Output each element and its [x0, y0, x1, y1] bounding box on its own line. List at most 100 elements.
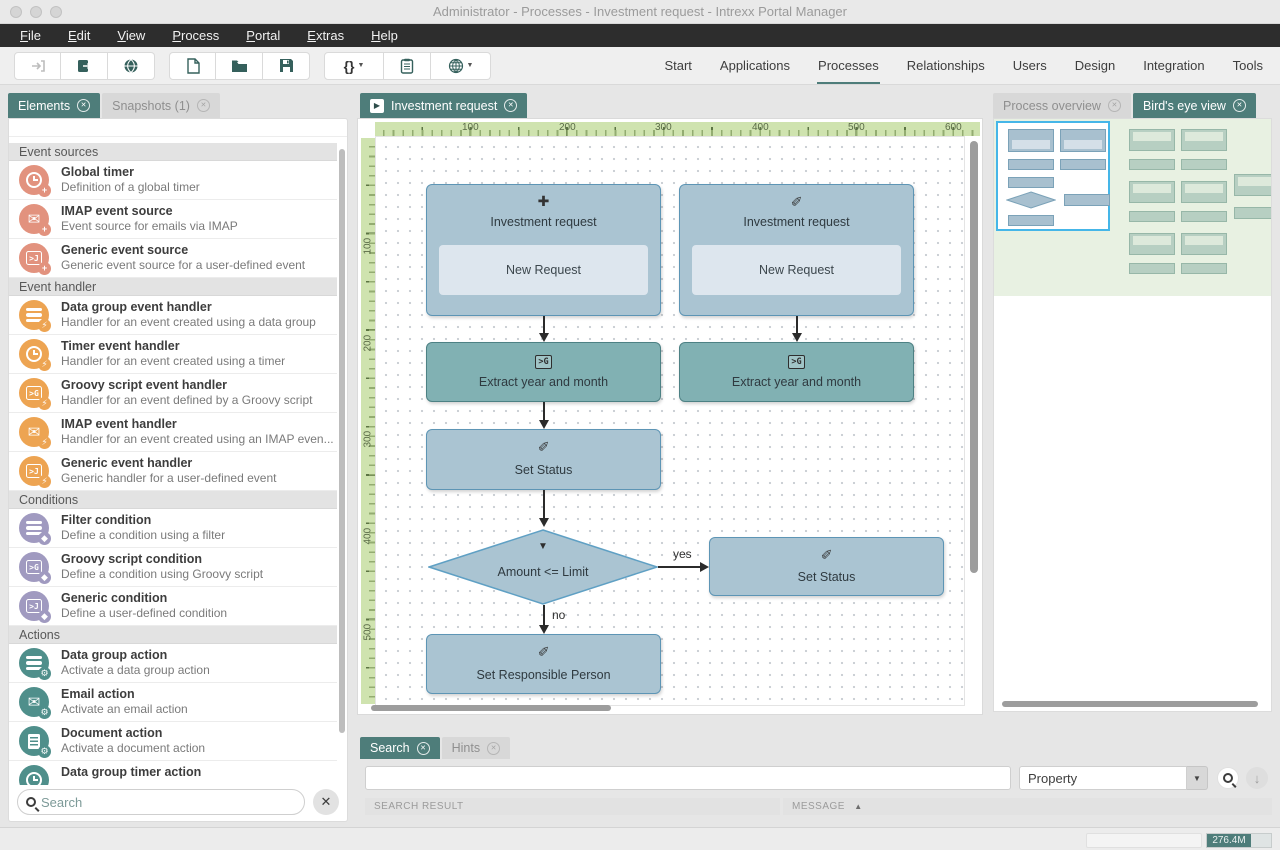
- node-investment-request-new[interactable]: ✚ Investment request New Request: [426, 184, 661, 316]
- groovy-script-icon: >G◆: [19, 552, 51, 584]
- tab-design[interactable]: Design: [1074, 58, 1116, 73]
- mini-node-far: [1129, 211, 1175, 222]
- list-item-data-group-action[interactable]: ⚙ Data group action Activate a data grou…: [9, 644, 337, 683]
- elements-scrollbar[interactable]: [339, 149, 345, 733]
- variables-dropdown-button[interactable]: {} ▼: [324, 51, 384, 80]
- import-button[interactable]: [14, 51, 61, 80]
- node-new-request-page[interactable]: New Request: [692, 245, 901, 295]
- tab-process-overview[interactable]: Process overview ✕: [993, 93, 1131, 118]
- tab-integration[interactable]: Integration: [1143, 58, 1205, 73]
- tab-elements[interactable]: Elements ✕: [8, 93, 101, 118]
- chevron-down-icon: ▼: [466, 62, 474, 69]
- column-header-message[interactable]: MESSAGE ▲: [783, 798, 1272, 815]
- tab-search[interactable]: Search ✕: [360, 737, 440, 759]
- open-button[interactable]: [216, 51, 263, 80]
- close-icon[interactable]: ✕: [77, 99, 91, 112]
- list-item-groovy-event-handler[interactable]: >G⚡ Groovy script event handler Handler …: [9, 374, 337, 413]
- node-extract-year-month-right[interactable]: >G Extract year and month: [679, 342, 914, 402]
- tab-investment-request[interactable]: ▶ Investment request ✕: [360, 93, 528, 118]
- tab-hints[interactable]: Hints ✕: [441, 737, 511, 759]
- notes-button[interactable]: [384, 51, 431, 80]
- clear-search-button[interactable]: ✕: [313, 789, 339, 815]
- list-item-document-action[interactable]: ⚙ Document action Activate a document ac…: [9, 722, 337, 761]
- close-window-icon[interactable]: [10, 6, 22, 18]
- mini-node-far: [1129, 129, 1175, 151]
- menu-edit[interactable]: Edit: [67, 28, 91, 43]
- node-investment-request-edit[interactable]: ✎ Investment request New Request: [679, 184, 914, 316]
- toolbar-group-portal: [14, 51, 155, 80]
- column-header-search-result[interactable]: SEARCH RESULT: [365, 798, 780, 815]
- node-condition-amount-limit[interactable]: ▼ Amount <= Limit: [426, 529, 660, 605]
- menu-help[interactable]: Help: [371, 28, 398, 43]
- elements-search-input[interactable]: [41, 794, 296, 810]
- menu-file[interactable]: File: [20, 28, 41, 43]
- overview-panel: Process overview ✕ Bird's eye view ✕: [993, 93, 1272, 718]
- elements-search-box[interactable]: [17, 789, 305, 815]
- tab-users[interactable]: Users: [1012, 58, 1047, 73]
- export-button[interactable]: [61, 51, 108, 80]
- elements-search-row: ✕: [9, 785, 347, 819]
- minimize-window-icon[interactable]: [30, 6, 42, 18]
- list-item-imap-event-handler[interactable]: ✉⚡ IMAP event handler Handler for an eve…: [9, 413, 337, 452]
- menu-extras[interactable]: Extras: [307, 28, 345, 43]
- database-icon: ⚙: [19, 648, 51, 680]
- list-item-email-action[interactable]: ✉⚙ Email action Activate an email action: [9, 683, 337, 722]
- menu-process[interactable]: Process: [172, 28, 220, 43]
- list-item-generic-event-handler[interactable]: >J⚡ Generic event handler Generic handle…: [9, 452, 337, 491]
- menu-portal[interactable]: Portal: [246, 28, 281, 43]
- search-query-input[interactable]: [365, 766, 1011, 790]
- maximize-window-icon[interactable]: [50, 6, 62, 18]
- tab-tools[interactable]: Tools: [1232, 58, 1263, 73]
- language-dropdown-button[interactable]: ▼: [431, 51, 491, 80]
- minimap[interactable]: [994, 119, 1271, 296]
- list-item-global-timer[interactable]: + Global timer Definition of a global ti…: [9, 161, 337, 200]
- dropdown-arrow-button[interactable]: ▼: [1187, 766, 1208, 790]
- node-new-request-page[interactable]: New Request: [439, 245, 648, 295]
- node-set-responsible-person[interactable]: ✎ Set Responsible Person: [426, 634, 661, 694]
- list-item-generic-condition[interactable]: >J◆ Generic condition Define a user-defi…: [9, 587, 337, 626]
- close-icon[interactable]: ✕: [504, 99, 518, 112]
- globe-icon: [124, 58, 138, 73]
- tab-birds-eye-view[interactable]: Bird's eye view ✕: [1132, 93, 1256, 118]
- tab-snapshots[interactable]: Snapshots (1) ✕: [102, 93, 220, 118]
- overview-horizontal-scrollbar[interactable]: [1002, 701, 1258, 707]
- memory-indicator[interactable]: 276.4M: [1206, 833, 1272, 848]
- process-canvas[interactable]: 100 200 300 400 500 600 100 200 300 400 …: [357, 118, 983, 715]
- node-extract-year-month-left[interactable]: >G Extract year and month: [426, 342, 661, 402]
- list-item-data-group-event-handler[interactable]: ⚡ Data group event handler Handler for a…: [9, 296, 337, 335]
- close-icon[interactable]: ✕: [196, 99, 210, 112]
- tab-applications[interactable]: Applications: [719, 58, 791, 73]
- canvas-horizontal-scrollbar[interactable]: [371, 705, 611, 711]
- save-button[interactable]: [263, 51, 310, 80]
- list-item-groovy-condition[interactable]: >G◆ Groovy script condition Define a con…: [9, 548, 337, 587]
- tab-processes[interactable]: Processes: [817, 48, 880, 84]
- list-item-data-group-timer-action[interactable]: ⚙ Data group timer action: [9, 761, 337, 785]
- menu-view[interactable]: View: [117, 28, 146, 43]
- pencil-icon: ✎: [535, 440, 552, 452]
- new-button[interactable]: [169, 51, 216, 80]
- list-item-timer-event-handler[interactable]: ⚡ Timer event handler Handler for an eve…: [9, 335, 337, 374]
- publish-button[interactable]: [108, 51, 155, 80]
- elements-list-header-strip: [9, 119, 347, 137]
- close-icon[interactable]: ✕: [1232, 99, 1246, 112]
- folder-icon: [231, 60, 247, 72]
- canvas-vertical-scrollbar[interactable]: [970, 141, 978, 573]
- memory-usage-value: 276.4M: [1207, 834, 1251, 847]
- tab-relationships[interactable]: Relationships: [906, 58, 985, 73]
- search-scope-dropdown[interactable]: Property: [1019, 766, 1187, 790]
- run-search-button[interactable]: [1217, 767, 1239, 789]
- close-icon[interactable]: ✕: [487, 741, 501, 755]
- mini-node-far: [1181, 233, 1227, 255]
- jump-to-result-button[interactable]: ↓: [1246, 767, 1268, 789]
- diamond-badge-icon: ◆: [38, 532, 51, 545]
- tab-start[interactable]: Start: [664, 58, 692, 73]
- node-set-status-2[interactable]: ✎ Set Status: [709, 537, 944, 596]
- window-controls[interactable]: [10, 6, 62, 18]
- close-icon[interactable]: ✕: [416, 741, 430, 755]
- list-item-generic-event-source[interactable]: >J+ Generic event source Generic event s…: [9, 239, 337, 278]
- node-set-status-1[interactable]: ✎ Set Status: [426, 429, 661, 490]
- list-item-filter-condition[interactable]: ◆ Filter condition Define a condition us…: [9, 509, 337, 548]
- close-icon[interactable]: ✕: [1107, 99, 1121, 112]
- mini-node: [1064, 194, 1110, 206]
- list-item-imap-event-source[interactable]: ✉+ IMAP event source Event source for em…: [9, 200, 337, 239]
